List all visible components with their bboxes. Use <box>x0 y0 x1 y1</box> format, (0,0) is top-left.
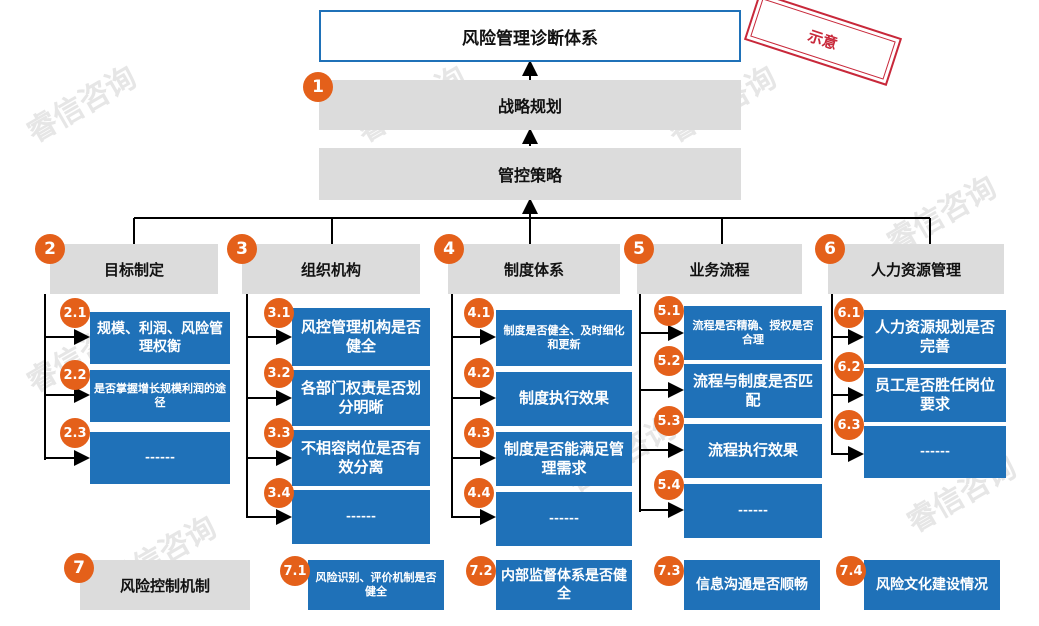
item-badge: 5.1 <box>654 296 684 326</box>
item-box: 人力资源规划是否完善 <box>864 310 1006 364</box>
column-header: 组织机构 <box>242 244 420 294</box>
item-badge: 2.3 <box>60 418 90 448</box>
column-header: 目标制定 <box>50 244 218 294</box>
item-box: 内部监督体系是否健全 <box>496 560 632 610</box>
column-header: 制度体系 <box>448 244 620 294</box>
item-badge: 7.2 <box>466 556 496 586</box>
item-box: 风控管理机构是否健全 <box>292 308 430 366</box>
column-badge: 4 <box>434 234 464 264</box>
column-badge: 5 <box>624 234 654 264</box>
item-badge: 3.1 <box>264 298 294 328</box>
item-badge: 4.4 <box>464 478 494 508</box>
item-box: 制度执行效果 <box>496 372 632 426</box>
level-badge: 1 <box>303 72 333 102</box>
item-badge: 5.3 <box>654 406 684 436</box>
item-box: 流程是否精确、授权是否合理 <box>684 306 822 360</box>
item-box: 风险文化建设情况 <box>864 560 1000 610</box>
item-badge: 2.1 <box>60 298 90 328</box>
item-box: 员工是否胜任岗位要求 <box>864 368 1006 422</box>
item-badge: 2.2 <box>60 360 90 390</box>
item-box: ------ <box>90 432 230 484</box>
item-box: 各部门权责是否划分明晰 <box>292 370 430 426</box>
diagram-title: 风险管理诊断体系 <box>319 10 741 62</box>
item-box: ------ <box>864 426 1006 478</box>
item-box: 不相容岗位是否有效分离 <box>292 430 430 486</box>
item-badge: 7.3 <box>654 556 684 586</box>
item-badge: 4.3 <box>464 418 494 448</box>
item-box: ------ <box>496 492 632 546</box>
item-box: ------ <box>292 490 430 544</box>
item-badge: 7.4 <box>836 556 866 586</box>
bottom-header: 风险控制机制 <box>80 560 250 610</box>
item-badge: 5.2 <box>654 346 684 376</box>
item-badge: 3.4 <box>264 478 294 508</box>
column-badge: 3 <box>227 234 257 264</box>
item-box: 规模、利润、风险管理权衡 <box>90 312 230 364</box>
item-badge: 7.1 <box>280 556 310 586</box>
item-box: 流程与制度是否匹配 <box>684 364 822 418</box>
column-header: 人力资源管理 <box>828 244 1004 294</box>
item-box: 信息沟通是否顺畅 <box>684 560 820 610</box>
item-box: 制度是否健全、及时细化和更新 <box>496 310 632 366</box>
item-badge: 6.2 <box>834 352 864 382</box>
item-badge: 3.2 <box>264 358 294 388</box>
item-badge: 4.2 <box>464 358 494 388</box>
level-box-strategy: 战略规划 <box>319 80 741 130</box>
item-box: ------ <box>684 484 822 538</box>
item-badge: 5.4 <box>654 470 684 500</box>
column-badge: 6 <box>815 234 845 264</box>
bottom-badge: 7 <box>64 553 94 583</box>
item-box: 制度是否能满足管理需求 <box>496 432 632 486</box>
item-badge: 6.3 <box>834 410 864 440</box>
item-box: 流程执行效果 <box>684 424 822 478</box>
level-box-control: 管控策略 <box>319 148 741 200</box>
item-box: 是否掌握增长规模利润的途径 <box>90 370 230 422</box>
column-badge: 2 <box>35 234 65 264</box>
item-badge: 3.3 <box>264 418 294 448</box>
item-box: 风险识别、评价机制是否健全 <box>308 560 444 610</box>
item-badge: 6.1 <box>834 298 864 328</box>
column-header: 业务流程 <box>637 244 802 294</box>
item-badge: 4.1 <box>464 298 494 328</box>
